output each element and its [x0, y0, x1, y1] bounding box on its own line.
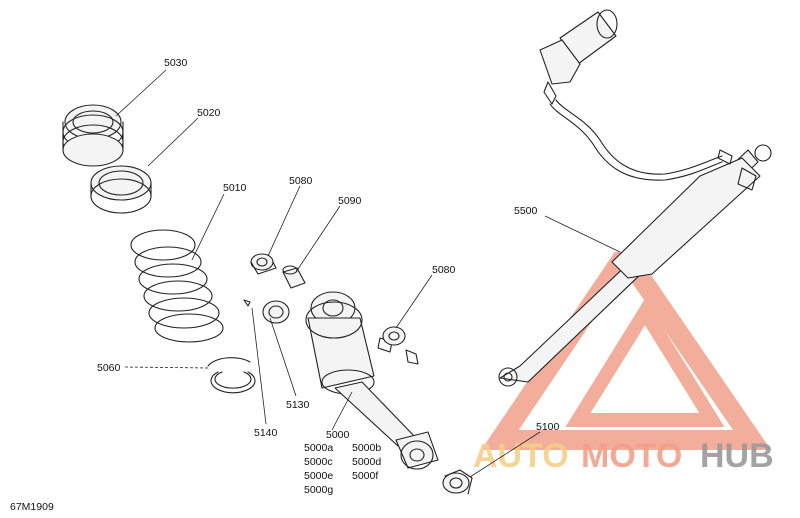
callout-5500: 5500 — [514, 205, 538, 217]
callout-5000b: 5000b — [352, 442, 381, 454]
callout-5000f: 5000f — [352, 470, 378, 482]
callout-5000g: 5000g — [304, 484, 333, 496]
callout-5020: 5020 — [197, 107, 221, 119]
part-5140-pin — [243, 299, 251, 307]
callout-5090: 5090 — [338, 195, 362, 207]
callout-5130: 5130 — [286, 399, 310, 411]
part-5130-adjuster — [262, 300, 290, 324]
part-5080-bushing-left — [250, 253, 277, 275]
part-5500-damper — [498, 9, 772, 387]
callout-5100: 5100 — [536, 421, 560, 433]
callout-5060: 5060 — [97, 362, 121, 374]
callout-5030: 5030 — [164, 57, 188, 69]
callout-5000c: 5000c — [304, 456, 333, 468]
callout-5000d: 5000d — [352, 456, 381, 468]
callout-5080-right: 5080 — [432, 264, 456, 276]
callout-5000: 5000 — [326, 429, 350, 441]
part-5000-shock-body — [305, 291, 439, 470]
part-5020-retainer — [90, 165, 152, 214]
callout-labels: 5030 5020 5010 5060 5080 5090 5080 5130 … — [10, 57, 560, 513]
part-5080-bushing-right — [382, 326, 419, 365]
watermark-hub: HUB — [700, 437, 774, 475]
watermark-auto: AUTO — [473, 437, 569, 475]
leader-lines — [115, 69, 621, 478]
part-5030-stopper — [62, 104, 124, 167]
callout-5080-left: 5080 — [289, 175, 313, 187]
part-5100-bushing — [442, 469, 473, 495]
watermark-moto: MOTO — [581, 437, 682, 475]
callout-5010: 5010 — [223, 182, 247, 194]
callout-5000e: 5000e — [304, 470, 333, 482]
diagram-code: 67M1909 — [10, 501, 54, 513]
part-5060-clip — [207, 357, 256, 394]
part-5010-spring — [130, 229, 224, 343]
watermark-text: AUTO MOTO HUB — [473, 437, 774, 475]
watermark-triangle-inner — [565, 298, 725, 427]
callout-5140: 5140 — [254, 427, 278, 439]
callout-5000a: 5000a — [304, 442, 333, 454]
part-5090-sleeve — [282, 265, 306, 289]
